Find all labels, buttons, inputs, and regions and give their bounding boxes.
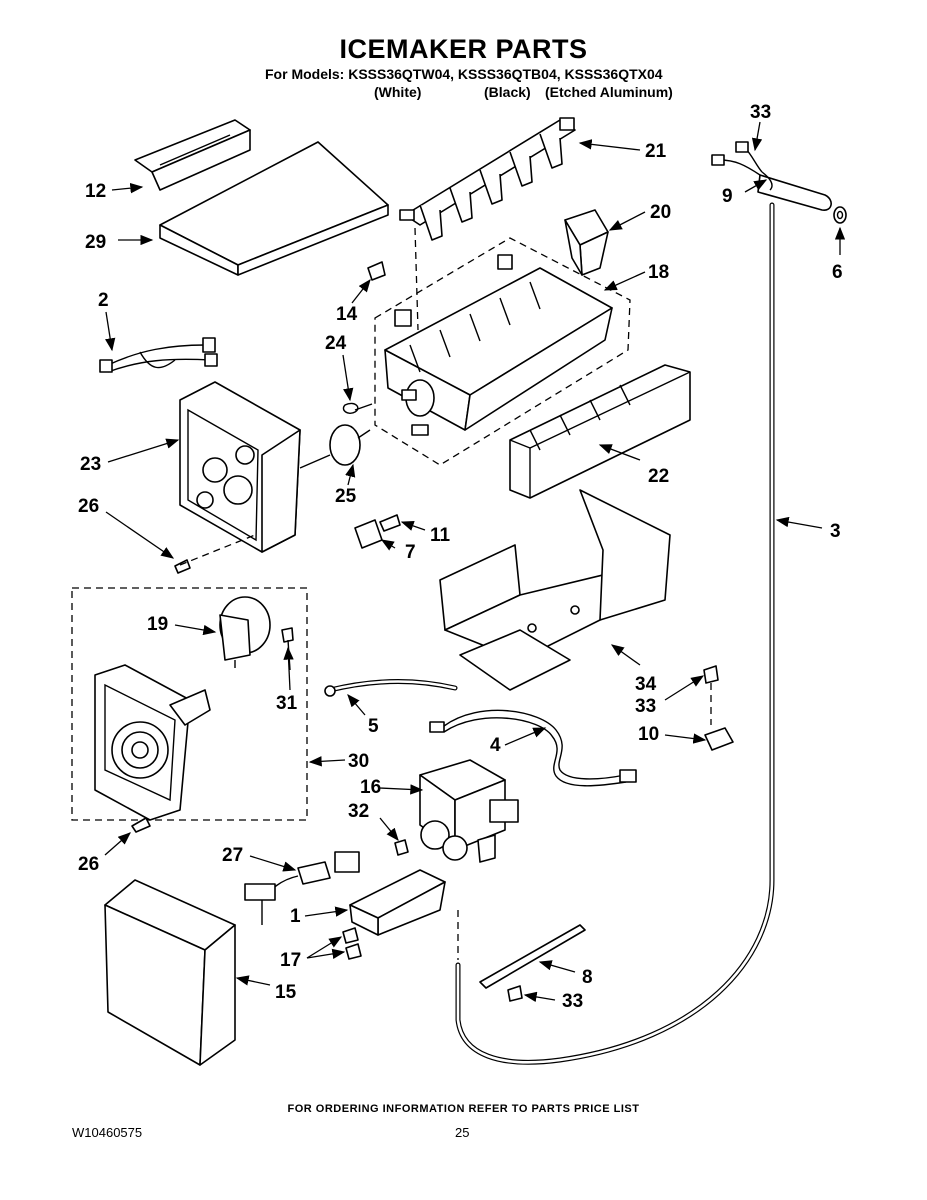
part-30-assembly-box xyxy=(71,587,308,821)
color-black-label: (Black) xyxy=(484,84,531,100)
part-18-mold-assembly xyxy=(374,237,631,466)
part-27-wiring xyxy=(244,851,360,925)
callout-5: 3 xyxy=(830,521,841,542)
part-26-screw-lower xyxy=(131,817,151,833)
part-26-screw-upper xyxy=(174,559,191,574)
part-6-ring xyxy=(833,206,847,224)
part-17-screws xyxy=(342,927,362,960)
part-3-clip xyxy=(367,261,386,281)
part-22-stripper xyxy=(509,364,691,499)
part-20-bin xyxy=(564,209,609,276)
callout-15: 9 xyxy=(722,186,733,207)
callout-29: 29 xyxy=(85,232,106,253)
part-15-fill-tube-heater xyxy=(711,141,832,211)
document-number: W10460575 xyxy=(72,1125,143,1140)
ordering-note: FOR ORDERING INFORMATION REFER TO PARTS … xyxy=(287,1103,640,1115)
callout-26-lower: 26 xyxy=(78,854,99,875)
callout-16: 15 xyxy=(275,982,297,1003)
part-21-ejector xyxy=(399,117,576,241)
callout-26-upper: 26 xyxy=(78,496,99,517)
page-number: 25 xyxy=(455,1125,470,1140)
callout-4: 4 xyxy=(490,735,501,756)
callout-34: 34 xyxy=(635,674,657,695)
callout-27: 27 xyxy=(222,845,243,866)
part-9-spacer xyxy=(354,519,383,549)
part-19-motor xyxy=(219,596,271,668)
callout-33-right: 33 xyxy=(635,696,656,717)
part-30-gear-module xyxy=(94,664,211,821)
callout-24: 24 xyxy=(325,333,347,354)
part-2-wire-harness xyxy=(99,337,218,373)
callout-8: 16 xyxy=(360,777,381,798)
callout-30: 30 xyxy=(348,751,369,772)
callout-22: 22 xyxy=(648,466,669,487)
leader-lines xyxy=(104,121,846,1003)
callout-labels: 12 29 2 14 24 23 26 25 11 7 19 31 30 5 2… xyxy=(78,102,843,1012)
part-12-bracket xyxy=(134,119,251,191)
callout-23: 23 xyxy=(80,454,101,475)
part-24-clip xyxy=(342,402,373,414)
callout-2: 2 xyxy=(98,290,109,311)
part-7-tube xyxy=(324,679,458,697)
part-11-strip xyxy=(479,924,586,989)
callout-10: 10 xyxy=(638,724,659,745)
callout-14: 11 xyxy=(430,525,451,546)
part-33-screw-left xyxy=(394,839,409,856)
part-31-screw xyxy=(281,627,294,671)
callout-32: 33 xyxy=(750,102,771,123)
color-white-label: (White) xyxy=(374,84,422,100)
callout-25: 25 xyxy=(335,486,357,507)
callout-33-bottom: 33 xyxy=(562,991,583,1012)
callout-18: 18 xyxy=(648,262,669,283)
page-title: ICEMAKER PARTS xyxy=(339,34,588,64)
callout-3: 14 xyxy=(336,304,358,325)
callout-7: 5 xyxy=(368,716,379,737)
part-25-knob xyxy=(299,424,371,469)
part-14-screw xyxy=(379,514,401,532)
part-1-bracket xyxy=(349,869,446,936)
models-line: For Models: KSSS36QTW04, KSSS36QTB04, KS… xyxy=(265,66,663,82)
part-5-water-tube xyxy=(455,202,775,1065)
color-aluminum-label: (Etched Aluminum) xyxy=(545,84,673,100)
callout-6: 6 xyxy=(832,262,843,283)
callout-19: 19 xyxy=(147,614,168,635)
callout-12: 12 xyxy=(85,181,106,202)
callout-33-left: 32 xyxy=(348,801,369,822)
callout-20: 20 xyxy=(650,202,671,223)
callout-11: 8 xyxy=(582,967,593,988)
callout-31: 31 xyxy=(276,693,298,714)
part-8-water-valve xyxy=(419,759,519,863)
part-34-shield xyxy=(439,489,671,691)
callout-1: 1 xyxy=(290,906,301,927)
part-16-cover-box xyxy=(104,879,236,1066)
part-23-control-housing xyxy=(179,381,301,553)
part-33-screw-bottom xyxy=(507,985,523,1002)
part-10-clamp xyxy=(704,727,734,751)
callout-17: 17 xyxy=(280,950,301,971)
part-29-cover xyxy=(159,141,389,276)
callout-9: 7 xyxy=(405,542,416,563)
callout-21: 21 xyxy=(645,141,667,162)
part-33-screw-right xyxy=(703,665,719,725)
part-4-wire xyxy=(429,709,637,787)
